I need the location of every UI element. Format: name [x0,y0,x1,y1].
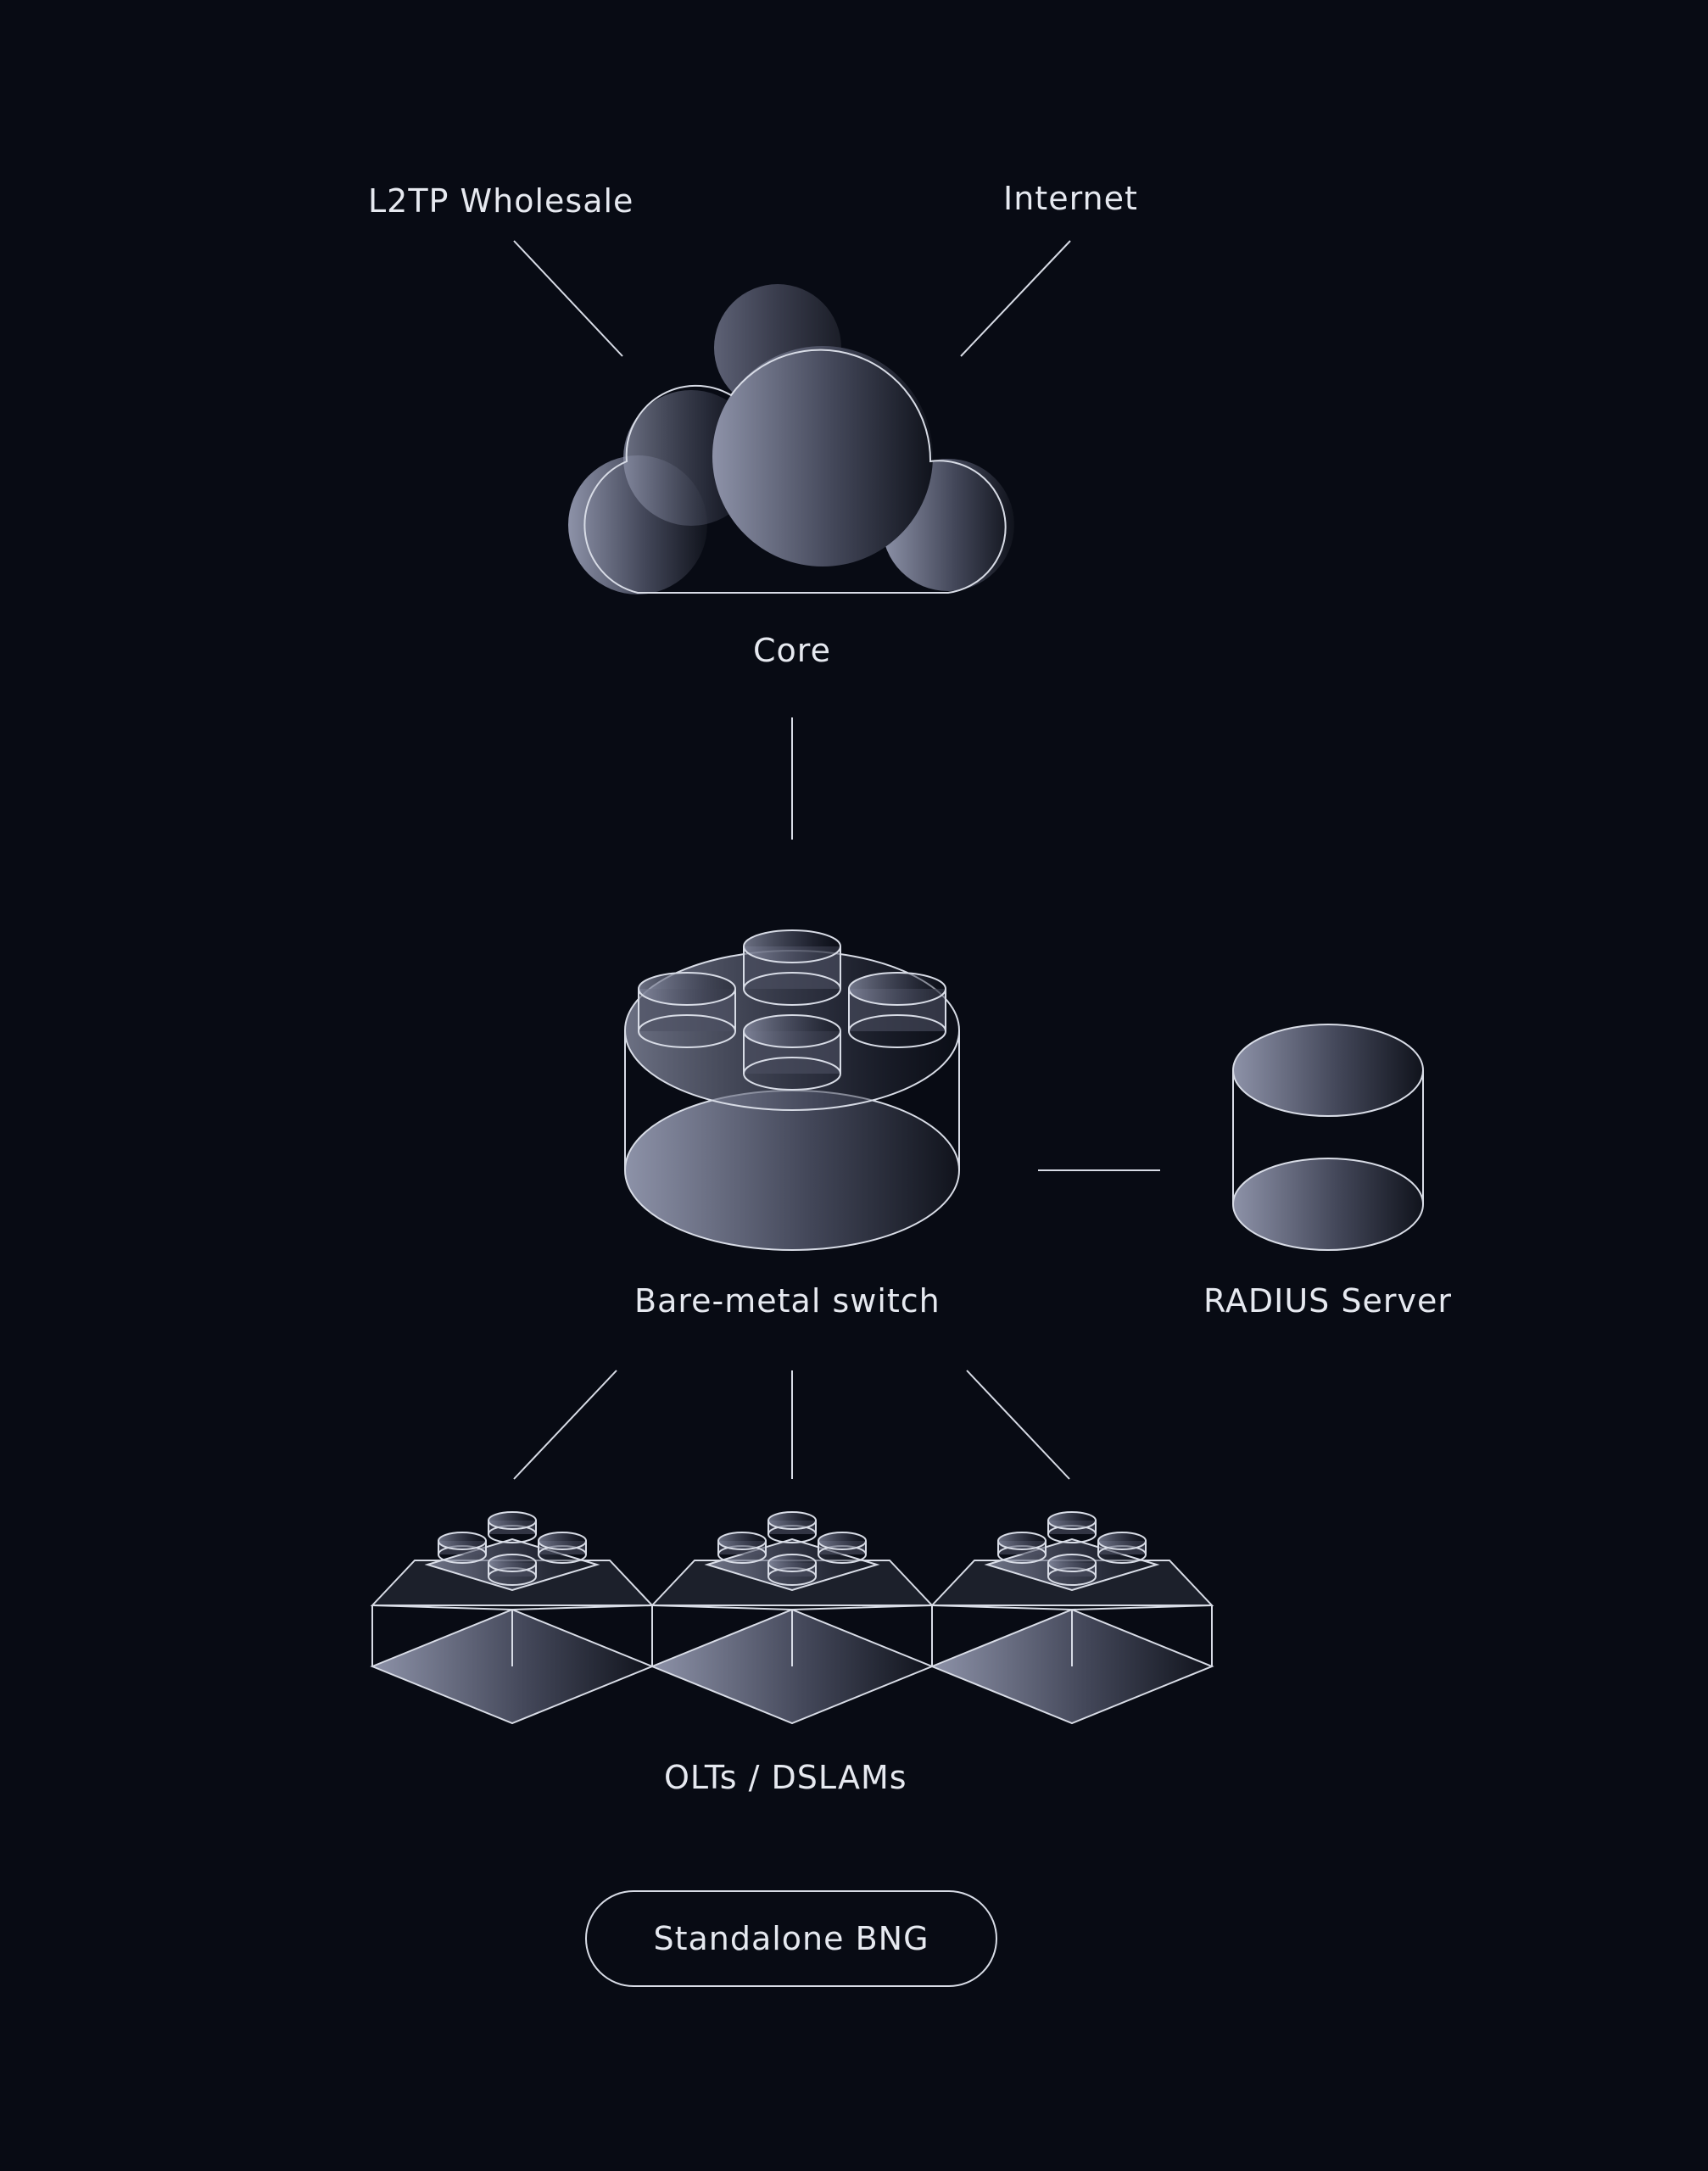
cloud-icon [568,284,1014,594]
olt-box-right [929,1511,1214,1725]
olt-group [370,1511,1214,1725]
label-core: Core [753,632,831,669]
olt-box-center [650,1511,935,1725]
switch-port-front [743,1014,841,1091]
olt-stud [1047,1554,1097,1586]
label-l2tp-wholesale: L2TP Wholesale [368,182,634,220]
line-switch-olt-right [966,1370,1070,1480]
label-olts-dslams: OLTs / DSLAMs [664,1759,907,1796]
olt-stud [767,1511,817,1543]
label-radius-server: RADIUS Server [1203,1282,1452,1320]
label-internet: Internet [1003,180,1138,217]
olt-stud [717,1532,767,1564]
switch-port-right [848,972,946,1048]
olt-stud [538,1532,587,1564]
line-l2tp-core [513,240,623,357]
olt-stud [767,1554,817,1586]
olt-stud [438,1532,487,1564]
olt-stud [1097,1532,1147,1564]
olt-stud [997,1532,1047,1564]
olt-stud [488,1511,537,1543]
line-switch-olt-left [513,1370,617,1480]
switch-icon [624,929,960,1251]
standalone-bng-badge: Standalone BNG [585,1890,997,1987]
olt-stud [1047,1511,1097,1543]
switch-port-left [638,972,736,1048]
olt-box-left [370,1511,655,1725]
connector-lines [513,240,1160,1480]
olt-stud [488,1554,537,1586]
database-icon [1232,1024,1424,1251]
olt-stud [818,1532,867,1564]
label-bare-metal-switch: Bare-metal switch [634,1282,941,1320]
switch-port-top [743,929,841,1006]
line-internet-core [960,240,1071,357]
